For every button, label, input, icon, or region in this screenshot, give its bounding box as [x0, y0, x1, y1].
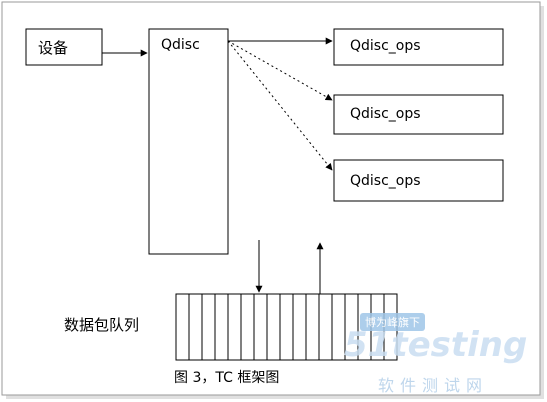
watermark-badge: 博为峰旗下: [360, 313, 425, 331]
qdisc-box: [148, 28, 229, 255]
qdisc-ops-box-2: [333, 94, 504, 135]
qdisc-ops-label-3: Qdisc_ops: [350, 173, 421, 189]
qdisc-ops-label-2: Qdisc_ops: [350, 106, 421, 122]
qdisc-label: Qdisc: [161, 37, 200, 53]
watermark-subtitle: 软件测试网: [378, 376, 489, 395]
figure-caption: 图 3，TC 框架图: [174, 370, 280, 386]
device-label: 设备: [38, 39, 69, 57]
device-box: [25, 28, 103, 66]
qdisc-ops-box-1: [333, 28, 504, 66]
watermark-logo: 51testing: [344, 325, 528, 365]
qdisc-ops-label-1: Qdisc_ops: [350, 38, 421, 54]
qdisc-ops-box-3: [333, 159, 504, 202]
packet-queue-label: 数据包队列: [64, 316, 140, 334]
